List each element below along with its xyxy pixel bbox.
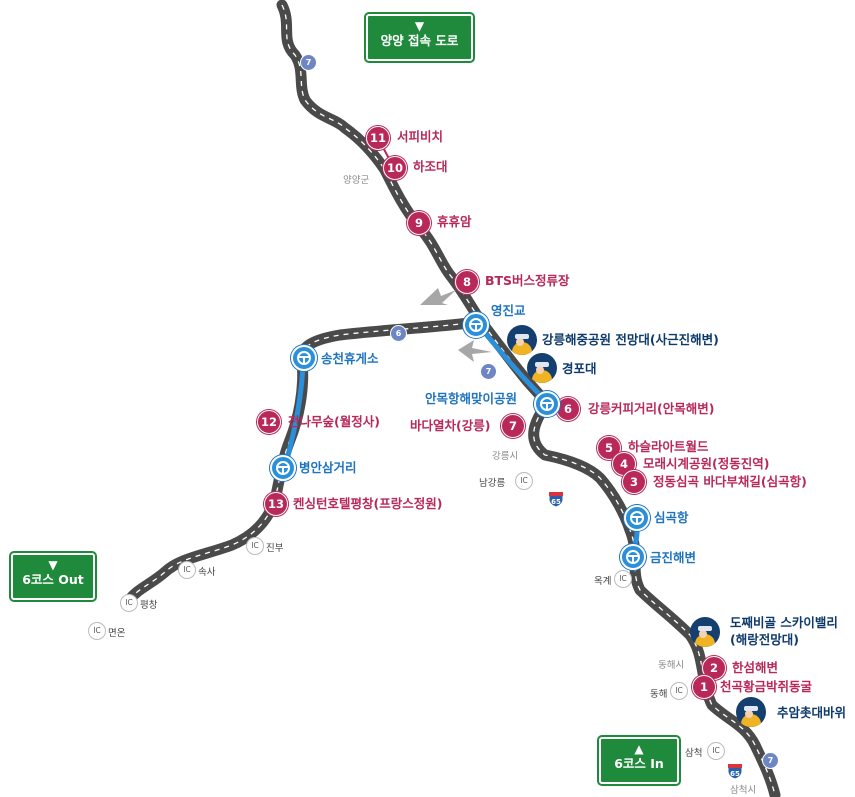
stop-3-label: 정동심곡 바다부채길(심곡항) — [653, 474, 807, 489]
rest-byeongan-label: 병안삼거리 — [299, 460, 357, 475]
binoculars-icon — [741, 706, 761, 727]
stop-6-badge: 6 — [556, 397, 580, 421]
ic-jinbu-badge: IC — [246, 537, 264, 555]
sign-course-in: ▲ 6코스 In — [599, 737, 679, 784]
region-donghae: 동해시 — [658, 660, 685, 671]
expressway-number: 65 — [551, 498, 561, 506]
stop-3-badge: 3 — [622, 470, 646, 494]
stop-9-label: 휴휴암 — [437, 214, 472, 229]
stop-10-badge: 10 — [383, 156, 407, 180]
region-samcheok: 삼척시 — [730, 785, 757, 796]
rest-anmok-label: 안목항해맞이공원 — [425, 391, 518, 406]
stop-8-label: BTS버스정류장 — [485, 273, 570, 288]
binoculars-icon — [532, 362, 552, 383]
ic-samcheok-badge: IC — [707, 742, 725, 760]
expressway-shield-icon: 65 — [727, 763, 743, 780]
route-shield-7-gangneung: 7 — [480, 363, 497, 380]
ic-okgye-name: 옥계 — [594, 576, 612, 587]
viewpoint-chuam-marker — [736, 697, 766, 727]
sign-yangyang: ▼ 양양 접속 도로 — [366, 14, 473, 61]
steering-wheel-icon — [626, 550, 640, 564]
ic-donghae-name: 동해 — [650, 689, 668, 700]
ic-namgangneung-badge: IC — [515, 472, 533, 490]
route-shield-6: 6 — [390, 325, 407, 342]
rest-songcheon-marker — [291, 345, 317, 371]
rest-yeongjin-marker — [463, 312, 489, 338]
ic-namgangneung-name: 남강릉 — [479, 478, 506, 489]
stop-11-badge: 11 — [366, 126, 390, 150]
stop-11-label: 서피비치 — [397, 129, 444, 144]
stop-12-badge: 12 — [257, 410, 281, 434]
viewpoint-chuam-label: 추암촛대바위 — [777, 705, 847, 720]
direction-arrow-sw — [458, 340, 492, 362]
rest-geumjin-marker — [620, 544, 646, 570]
rest-simgok-marker — [624, 505, 650, 531]
sign-in-label: 6코스 In — [614, 756, 664, 771]
stop-4-badge: 4 — [612, 452, 636, 476]
binoculars-icon — [512, 334, 532, 355]
rest-songcheon-label: 송천휴게소 — [321, 351, 379, 366]
route-shield-7-south: 7 — [762, 752, 779, 769]
rest-byeongan-marker — [270, 455, 296, 481]
ic-myeonon-badge: IC — [88, 622, 106, 640]
viewpoint-dokkaebi-label: 도째비골 스카이밸리 — [730, 615, 838, 630]
stop-13-label: 켄싱턴호텔평창(프랑스정원) — [293, 496, 443, 511]
ic-okgye-badge: IC — [614, 570, 632, 588]
sign-course-out: ▼ 6코스 Out — [11, 553, 95, 600]
route-shield-7-north: 7 — [300, 54, 317, 71]
expressway-shield-icon: 65 — [548, 491, 564, 508]
binoculars-icon — [695, 626, 715, 647]
stop-6-label: 강릉커피거리(안목해변) — [588, 401, 715, 416]
steering-wheel-icon — [297, 351, 311, 365]
steering-wheel-icon — [630, 511, 644, 525]
ic-samcheok-name: 삼척 — [685, 748, 703, 759]
stop-1-badge: 1 — [692, 675, 716, 699]
stop-12-label: 전나무숲(월정사) — [288, 414, 380, 429]
stop-7-label: 바다열차(강릉) — [410, 418, 491, 433]
ic-jinbu-name: 진부 — [266, 543, 284, 554]
ic-soksa-name: 속사 — [198, 567, 216, 578]
stop-2-label: 한섬해변 — [732, 660, 779, 675]
steering-wheel-icon — [276, 461, 290, 475]
steering-wheel-icon — [540, 397, 554, 411]
ic-myeonon-name: 면온 — [108, 628, 126, 639]
chevron-down-icon: ▼ — [48, 558, 58, 572]
sign-out-label: 6코스 Out — [22, 572, 84, 587]
viewpoint-haejung-label: 강릉해중공원 전망대(사근진해변) — [542, 332, 719, 347]
stop-13-badge: 13 — [264, 492, 288, 516]
rest-anmok-marker — [534, 391, 560, 417]
rest-geumjin-label: 금진해변 — [650, 550, 697, 565]
viewpoint-dokkaebi-marker — [690, 617, 720, 647]
stop-4-label: 모래시계공원(정동진역) — [643, 456, 770, 471]
rest-yeongjin-label: 영진교 — [491, 303, 526, 318]
chevron-down-icon: ▼ — [414, 19, 425, 33]
region-yangyang: 양양군 — [343, 175, 370, 186]
ic-pyeongchang-badge: IC — [120, 594, 138, 612]
direction-arrow-west — [420, 288, 456, 305]
stop-1-label: 천곡황금박쥐동굴 — [720, 679, 813, 694]
viewpoint-haejung-marker — [507, 325, 537, 355]
steering-wheel-icon — [469, 318, 483, 332]
ic-pyeongchang-name: 평창 — [140, 600, 158, 611]
stop-5-label: 하슬라아트월드 — [628, 439, 709, 454]
ic-donghae-badge: IC — [670, 682, 688, 700]
region-gangneung: 강릉시 — [492, 451, 519, 462]
ic-soksa-badge: IC — [178, 561, 196, 579]
chevron-up-icon: ▲ — [634, 742, 644, 756]
stop-7-badge: 7 — [501, 414, 525, 438]
expressway-number: 65 — [730, 770, 740, 778]
stop-8-badge: 8 — [455, 270, 479, 294]
sign-yangyang-label: 양양 접속 도로 — [380, 33, 459, 48]
route6-road-outline — [122, 316, 484, 608]
viewpoint-gyeongpo-label: 경포대 — [562, 361, 597, 376]
viewpoint-gyeongpo-marker — [527, 353, 557, 383]
stop-10-label: 하조대 — [413, 159, 448, 174]
viewpoint-dokkaebi-sublabel: (해랑전망대) — [730, 632, 799, 647]
rest-simgok-label: 심곡항 — [654, 510, 689, 525]
stop-9-badge: 9 — [407, 211, 431, 235]
